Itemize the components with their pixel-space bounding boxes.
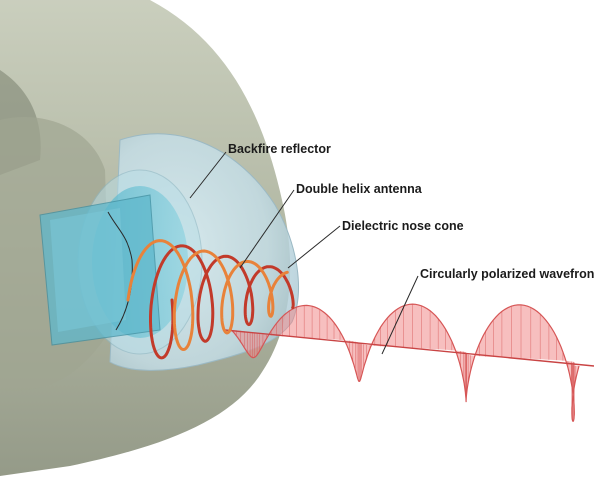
wavefront-ribbon [231, 304, 580, 422]
label-circularly-polarized-wavefront: Circularly polarized wavefront [420, 267, 594, 281]
wavefront-edge [230, 303, 580, 422]
leader-circularly-polarized-wavefront [381, 275, 419, 355]
double-helix-antenna [126, 239, 295, 360]
label-backfire-reflector: Backfire reflector [228, 142, 331, 156]
leader-dielectric-nose-cone [287, 225, 341, 269]
helix-coil-2 [126, 239, 289, 352]
backfire-reflector [39, 169, 203, 355]
leader-backfire-reflector [189, 151, 227, 199]
label-dielectric-nose-cone: Dielectric nose cone [342, 219, 464, 233]
wavefront-axis [224, 329, 594, 367]
leader-double-helix-antenna [239, 189, 295, 269]
label-double-helix-antenna: Double helix antenna [296, 182, 423, 196]
circularly-polarized-wavefront [224, 303, 594, 422]
